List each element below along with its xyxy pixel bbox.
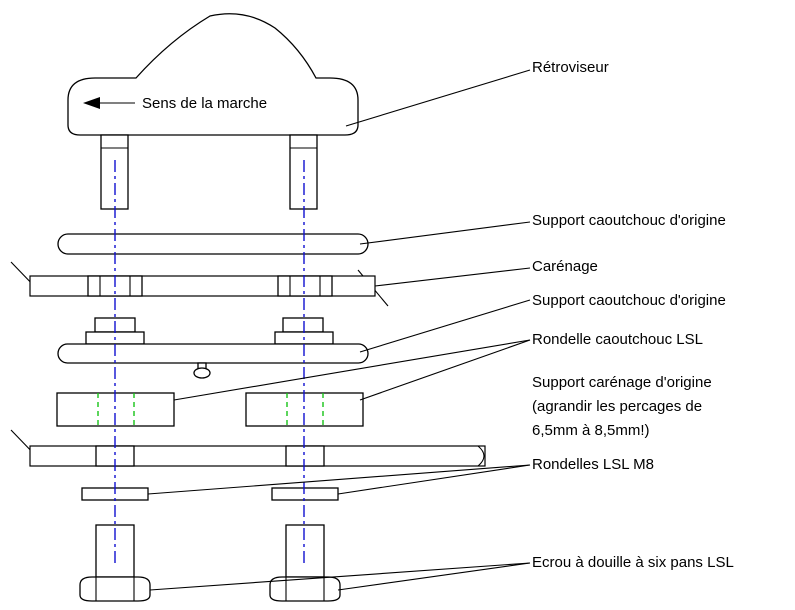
- label-support-carenage-line3: 6,5mm à 8,5mm!): [532, 422, 650, 439]
- label-rondelles-m8: Rondelles LSL M8: [532, 456, 654, 473]
- fairing-support-part: [10, 429, 486, 467]
- leader-lines: [147, 69, 531, 591]
- direction-label: Sens de la marche: [142, 95, 267, 112]
- direction-arrow: [83, 97, 135, 109]
- rubber-support-top: [57, 233, 369, 255]
- label-carenage: Carénage: [532, 258, 598, 275]
- label-retroviseur: Rétroviseur: [532, 59, 609, 76]
- label-support-carenage-line2: (agrandir les percages de: [532, 398, 702, 415]
- hex-socket-nuts: [79, 524, 341, 602]
- rubber-washers-lsl: [56, 392, 364, 427]
- label-support-caoutchouc-1: Support caoutchouc d'origine: [532, 212, 726, 229]
- mirror-part: [67, 13, 359, 136]
- label-support-carenage: Support carénage d'origine: [532, 374, 712, 391]
- fairing-part: [10, 261, 389, 307]
- label-support-caoutchouc-2: Support caoutchouc d'origine: [532, 292, 726, 309]
- label-rondelle-caoutchouc: Rondelle caoutchouc LSL: [532, 331, 703, 348]
- rubber-support-lower: [57, 317, 369, 379]
- label-ecrou-douille: Ecrou à douille à six pans LSL: [532, 554, 734, 571]
- mirror-studs: [100, 134, 318, 210]
